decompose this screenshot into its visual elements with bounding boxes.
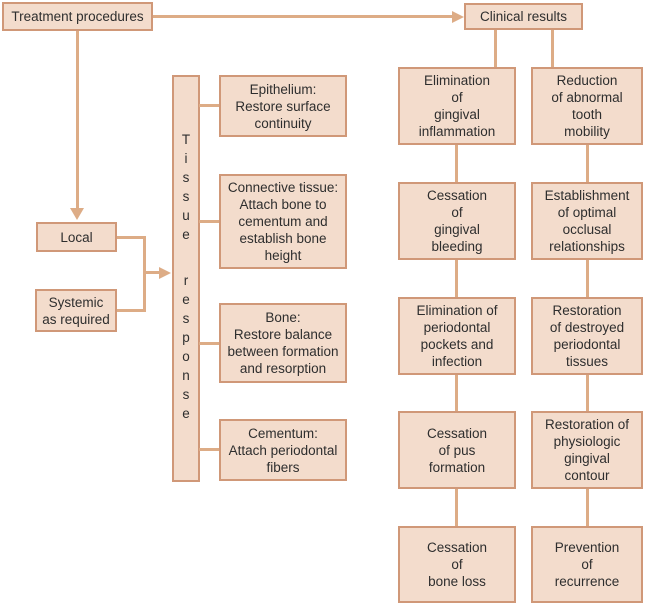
connector-treatment-down (76, 31, 79, 209)
node-local: Local (36, 222, 117, 252)
node-prevention-recurrence: Prevention of recurrence (531, 526, 643, 603)
connector-systemic-stub (117, 309, 146, 312)
connector-stub-cementum (199, 448, 220, 451)
connector-treatment-to-clinical (153, 15, 453, 18)
connector-bracket-to-tissue (144, 271, 160, 274)
connector-right-row3-row4 (586, 375, 589, 411)
node-cessation-pus-formation: Cessation of pus formation (398, 411, 516, 489)
node-restoration-periodontal-tissues: Restoration of destroyed periodontal tis… (531, 297, 643, 375)
node-reduction-tooth-mobility: Reduction of abnormal tooth mobility (531, 67, 643, 145)
node-cementum: Cementum: Attach periodontal fibers (219, 419, 347, 481)
node-establishment-occlusal-relationships: Establishment of optimal occlusal relati… (531, 182, 643, 260)
node-systemic: Systemic as required (35, 289, 117, 332)
connector-left-row4-row5 (455, 489, 458, 526)
tissue-response-label: Tissue response (178, 132, 194, 425)
node-bone: Bone: Restore balance between formation … (219, 303, 347, 383)
node-elimination-periodontal-pockets: Elimination of periodontal pockets and i… (398, 297, 516, 375)
node-cessation-gingival-bleeding: Cessation of gingival bleeding (398, 182, 516, 260)
connector-right-row4-row5 (586, 489, 589, 526)
connector-left-row3-row4 (455, 375, 458, 411)
node-tissue-response: Tissue response (172, 75, 200, 482)
connector-stub-bone (199, 342, 220, 345)
node-restoration-gingival-contour: Restoration of physiologic gingival cont… (531, 411, 643, 489)
connector-left-row2-row3 (455, 260, 458, 297)
arrowhead-to-clinical-results (452, 11, 464, 23)
connector-clinical-to-right-column (551, 30, 554, 67)
connector-bracket-vertical (143, 236, 146, 312)
node-connective-tissue: Connective tissue: Attach bone to cement… (219, 174, 347, 269)
connector-clinical-to-left-column (494, 30, 497, 67)
connector-local-stub (117, 236, 146, 239)
arrowhead-to-tissue-response (159, 267, 171, 279)
connector-right-row2-row3 (586, 260, 589, 297)
node-elimination-gingival-inflammation: Elimination of gingival inflammation (398, 67, 516, 145)
connector-stub-epithelium (199, 104, 220, 107)
node-epithelium: Epithelium: Restore surface continuity (219, 75, 347, 137)
connector-right-row1-row2 (586, 145, 589, 182)
connector-left-row1-row2 (455, 145, 458, 182)
node-cessation-bone-loss: Cessation of bone loss (398, 526, 516, 603)
node-clinical-results: Clinical results (464, 3, 583, 30)
node-treatment-procedures: Treatment procedures (2, 2, 153, 31)
connector-stub-connective (199, 220, 220, 223)
arrowhead-to-local (70, 208, 84, 220)
